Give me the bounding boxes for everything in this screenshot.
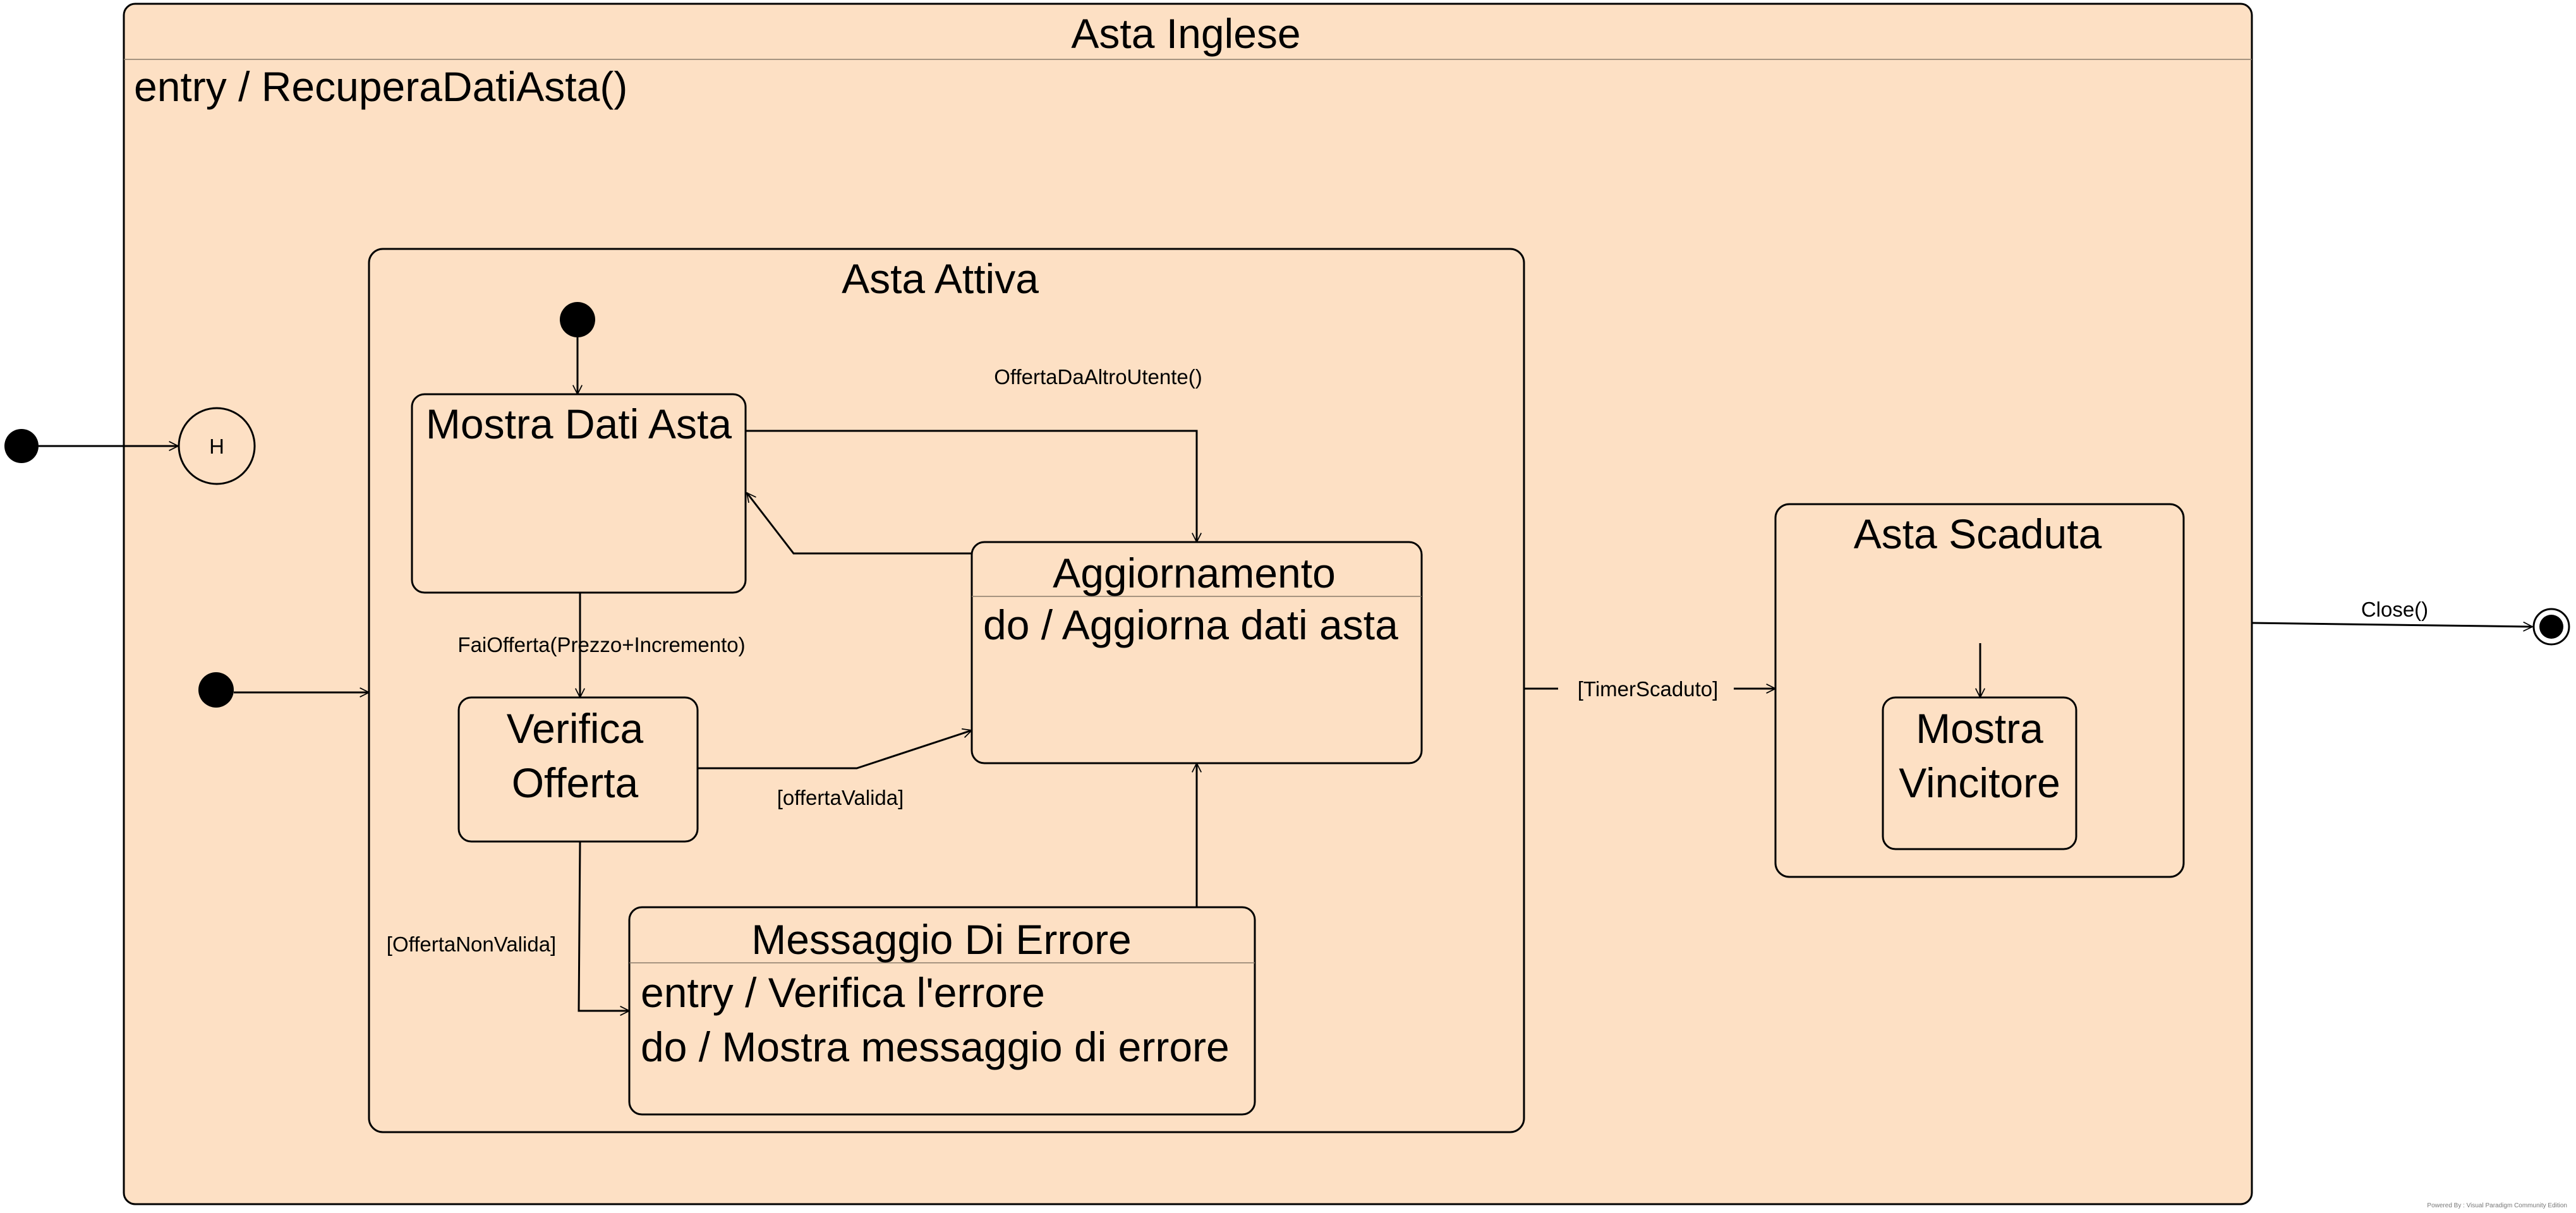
initial-pseudostate-inner bbox=[560, 302, 595, 337]
transition-verifica-to-aggiornamento bbox=[698, 730, 972, 769]
transition-close-to-final bbox=[2251, 623, 2532, 627]
state-messaggio-di-errore-title: Messaggio Di Errore bbox=[751, 916, 1132, 963]
state-messaggio-di-errore-entry-action: entry / Verifica l'errore bbox=[641, 969, 1045, 1016]
state-mostra-vincitore-line1: Mostra bbox=[1916, 705, 2043, 752]
transition-verifica-to-errore bbox=[577, 841, 629, 1011]
history-label: H bbox=[209, 435, 224, 458]
state-mostra-dati-asta-title: Mostra Dati Asta bbox=[426, 401, 732, 447]
state-asta-inglese-entry-action: entry / RecuperaDatiAsta() bbox=[134, 63, 627, 110]
state-mostra-vincitore[interactable]: Mostra Vincitore bbox=[1882, 696, 2077, 850]
history-pseudostate[interactable]: H bbox=[178, 407, 256, 485]
state-verifica-offerta-line1: Verifica bbox=[507, 705, 644, 752]
state-asta-inglese-title: Asta Inglese bbox=[1071, 10, 1300, 57]
transition-aggiornamento-to-mostra-dati bbox=[747, 493, 972, 555]
powered-by-footer: Powered By : Visual Paradigm Community E… bbox=[2427, 1202, 2567, 1209]
label-fai-offerta: FaiOfferta(Prezzo+Incremento) bbox=[457, 633, 745, 656]
state-aggiornamento[interactable]: Aggiornamento do / Aggiorna dati asta bbox=[971, 541, 1423, 764]
label-offerta-valida: [offertaValida] bbox=[777, 786, 904, 809]
state-mostra-vincitore-line2: Vincitore bbox=[1899, 759, 2060, 806]
label-offerta-non-valida: [OffertaNonValida] bbox=[387, 932, 556, 956]
label-offerta-da-altro-utente: OffertaDaAltroUtente() bbox=[994, 365, 1202, 389]
final-state bbox=[2532, 608, 2570, 646]
state-messaggio-di-errore[interactable]: Messaggio Di Errore entry / Verifica l'e… bbox=[628, 906, 1256, 1116]
initial-pseudostate-attiva bbox=[198, 672, 234, 708]
state-verifica-offerta[interactable]: Verifica Offerta bbox=[457, 696, 699, 843]
state-verifica-offerta-line2: Offerta bbox=[512, 759, 639, 806]
state-asta-attiva-title: Asta Attiva bbox=[842, 255, 1039, 302]
state-messaggio-di-errore-do-action: do / Mostra messaggio di errore bbox=[641, 1023, 1230, 1070]
label-timer-scaduto: [TimerScaduto] bbox=[1578, 677, 1719, 701]
state-asta-scaduta-title: Asta Scaduta bbox=[1854, 510, 2102, 557]
label-close: Close() bbox=[2361, 598, 2428, 621]
state-mostra-dati-asta[interactable]: Mostra Dati Asta bbox=[411, 393, 747, 594]
state-aggiornamento-title: Aggiornamento bbox=[1053, 550, 1336, 596]
transition-mostra-dati-to-aggiornamento bbox=[746, 430, 1197, 542]
initial-pseudostate-outer bbox=[4, 429, 39, 463]
state-aggiornamento-do-action: do / Aggiorna dati asta bbox=[983, 601, 1398, 648]
